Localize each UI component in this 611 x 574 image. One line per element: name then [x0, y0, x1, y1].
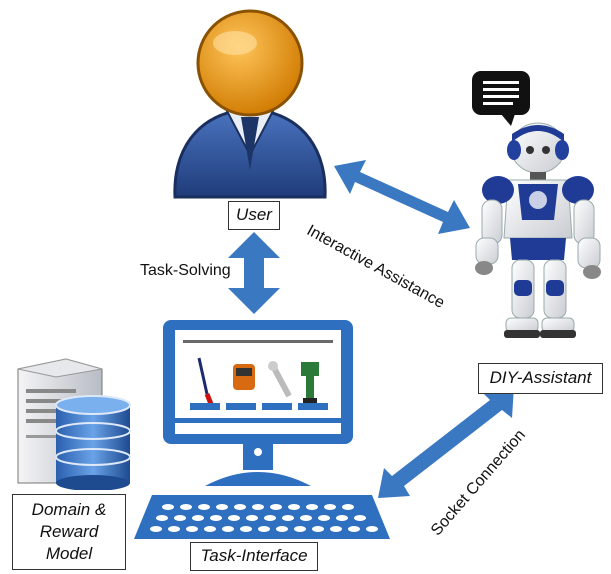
domain-label-line3: Model: [45, 544, 93, 564]
speech-bubble-icon: [472, 71, 530, 126]
screen-select-button-3: [262, 403, 292, 410]
domain-label-line2: Reward: [39, 521, 99, 541]
server-database-icon: [17, 358, 131, 490]
user-label: User: [228, 201, 280, 230]
screen-select-button-4: [298, 403, 328, 410]
diy-assistant-label: DIY-Assistant: [478, 363, 603, 394]
screen-select-button-1: [190, 403, 220, 410]
screen-select-button-2: [226, 403, 256, 410]
computer-monitor-icon: [163, 320, 353, 486]
keyboard-icon: [134, 495, 390, 539]
task-solving-label: Task-Solving: [140, 262, 231, 279]
domain-label-line1: Domain &: [31, 499, 107, 519]
task-interface-label: Task-Interface: [190, 542, 318, 571]
humanoid-robot-icon: [475, 122, 601, 338]
domain-reward-model-label: Domain & Reward Model: [12, 494, 126, 570]
user-person-icon: [173, 9, 327, 199]
